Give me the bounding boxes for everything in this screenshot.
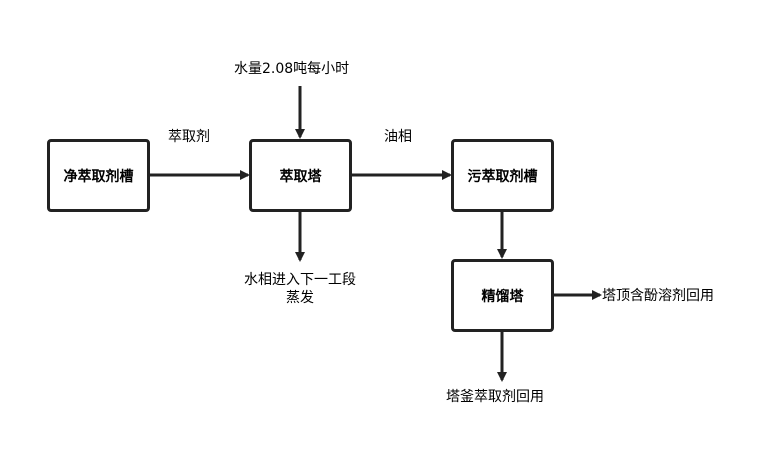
node-extraction-tower: 萃取塔	[249, 139, 352, 212]
label-bottom-output: 塔釜萃取剂回用	[446, 389, 544, 405]
node-clean-extractant-tank: 净萃取剂槽	[47, 139, 150, 212]
label-water-input: 水量2.08吨每小时	[234, 61, 350, 77]
node-dirty-extractant-tank: 污萃取剂槽	[451, 139, 554, 212]
label-water-phase: 水相进入下一工段 蒸发	[234, 271, 366, 307]
label-top-output: 塔顶含酚溶剂回用	[602, 288, 714, 304]
label-oil-phase: 油相	[384, 129, 412, 145]
label-water-phase-line1: 水相进入下一工段	[244, 272, 356, 288]
label-extractant: 萃取剂	[168, 129, 210, 145]
label-water-phase-line2: 蒸发	[286, 290, 314, 306]
node-rectification-tower: 精馏塔	[451, 259, 554, 332]
